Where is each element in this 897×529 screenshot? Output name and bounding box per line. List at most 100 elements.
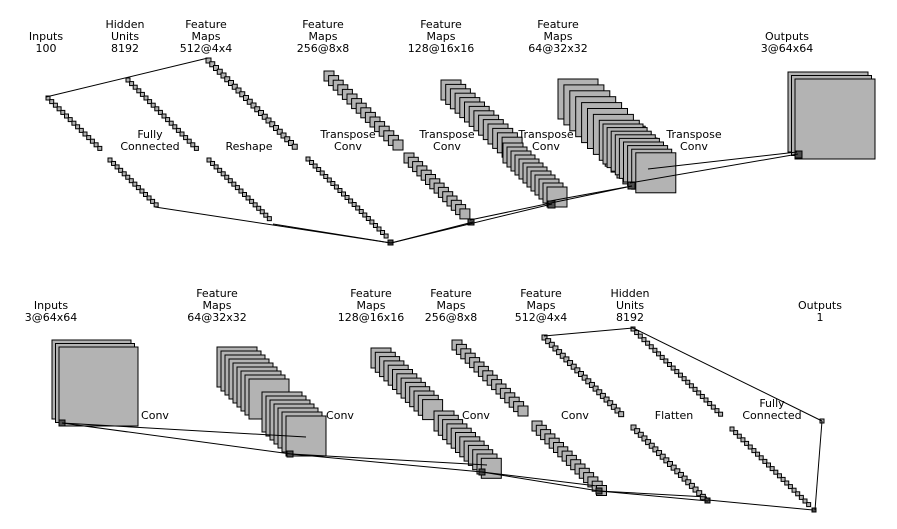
feature-map-layer xyxy=(206,157,212,163)
conv-stack-2 xyxy=(433,410,502,479)
feature-map-layer xyxy=(135,185,141,191)
feature-map-layer xyxy=(718,411,724,417)
feature-map-layer xyxy=(806,502,812,508)
feature-map-layer xyxy=(45,95,51,101)
feature-map-layer xyxy=(776,473,782,479)
feature-map-layer xyxy=(348,198,354,204)
feature-map-layer xyxy=(129,81,135,87)
feature-map-layer xyxy=(667,461,673,467)
feature-map-layer xyxy=(58,346,139,427)
feature-map-layer xyxy=(165,117,171,123)
feature-map-layer xyxy=(147,99,153,105)
connector-line xyxy=(707,499,814,511)
output-3x64x64 xyxy=(787,71,876,160)
feature-map-layer xyxy=(656,351,662,357)
feature-map-layer xyxy=(242,192,247,197)
input-3x64x64 xyxy=(51,339,139,427)
feature-map-layer xyxy=(224,174,230,180)
feature-map-layer xyxy=(541,334,548,341)
feature-map-layer xyxy=(238,188,244,194)
feature-map-layer xyxy=(699,393,705,399)
feature-map-layer xyxy=(234,185,240,191)
feature-map-layer xyxy=(769,466,775,472)
feature-map-layer xyxy=(305,156,311,162)
feature-map-layer xyxy=(157,109,163,115)
feature-map-layer xyxy=(172,124,178,130)
feature-map-layer xyxy=(773,469,779,475)
feature-map-layer xyxy=(663,457,670,464)
feature-map-layer xyxy=(736,433,742,439)
feature-map-layer xyxy=(216,68,223,75)
feature-map-layer xyxy=(729,426,735,432)
discriminator-operation-label: Conv xyxy=(462,409,490,422)
feature-map-layer xyxy=(392,139,404,151)
feature-map-layer xyxy=(235,87,242,94)
feature-map-layer xyxy=(681,376,687,382)
hidden-units-8192 xyxy=(125,77,199,151)
feature-map-layer xyxy=(645,439,652,446)
feature-map-layer xyxy=(685,479,692,486)
feature-map-layer xyxy=(674,468,681,475)
feature-map-layer xyxy=(161,113,167,119)
feature-map-layer xyxy=(276,128,283,135)
feature-map-layer xyxy=(323,174,329,179)
connector-line xyxy=(814,420,823,511)
feature-maps-512x4x4 xyxy=(205,57,298,150)
feature-map-layer xyxy=(607,400,614,407)
feature-map-layer xyxy=(670,464,677,471)
feature-map-layer xyxy=(459,208,471,220)
feature-map-layer xyxy=(280,132,287,139)
feature-map-layer xyxy=(168,120,174,126)
feature-map-layer xyxy=(150,198,156,204)
feature-map-layer xyxy=(766,462,771,468)
feature-map-layer xyxy=(341,191,346,197)
feature-map-layer xyxy=(751,448,757,454)
feature-map-layer xyxy=(86,135,92,141)
feature-map-layer xyxy=(273,125,279,131)
connector-line xyxy=(290,453,483,473)
feature-map-layer xyxy=(139,91,145,97)
feature-map-layer xyxy=(696,490,703,497)
feature-map-layer xyxy=(97,145,103,151)
discriminator-operation-label: Flatten xyxy=(655,409,694,422)
feature-map-layer xyxy=(747,444,753,450)
feature-map-layer xyxy=(93,142,99,148)
feature-map-layer xyxy=(143,192,148,197)
feature-maps-256x8x8 xyxy=(323,70,404,151)
feature-map-layer xyxy=(153,202,159,208)
feature-map-layer xyxy=(355,205,361,211)
feature-map-layer xyxy=(246,98,253,105)
feature-map-layer xyxy=(635,152,677,194)
feature-map-layer xyxy=(794,78,876,160)
feature-map-layer xyxy=(648,344,654,350)
feature-map-layer xyxy=(592,385,599,392)
connector-line xyxy=(61,422,292,455)
feature-map-layer xyxy=(637,333,643,339)
fc-column xyxy=(729,426,812,508)
feature-map-layer xyxy=(795,491,801,497)
feature-map-layer xyxy=(634,330,640,336)
feature-map-layer xyxy=(610,403,617,410)
feature-map-layer xyxy=(663,358,669,364)
feature-map-layer xyxy=(681,475,688,482)
feature-map-layer xyxy=(677,372,683,378)
feature-map-layer xyxy=(685,379,691,385)
feature-map-layer xyxy=(344,195,350,200)
feature-map-layer xyxy=(791,487,797,493)
feature-map-layer xyxy=(787,484,793,490)
connector-line xyxy=(481,471,598,487)
feature-map-layer xyxy=(677,471,684,478)
feature-map-layer xyxy=(107,157,113,163)
feature-map-layer xyxy=(710,404,716,410)
feature-map-layer xyxy=(132,84,138,90)
feature-map-layer xyxy=(210,160,216,166)
feature-map-layer xyxy=(380,230,386,235)
